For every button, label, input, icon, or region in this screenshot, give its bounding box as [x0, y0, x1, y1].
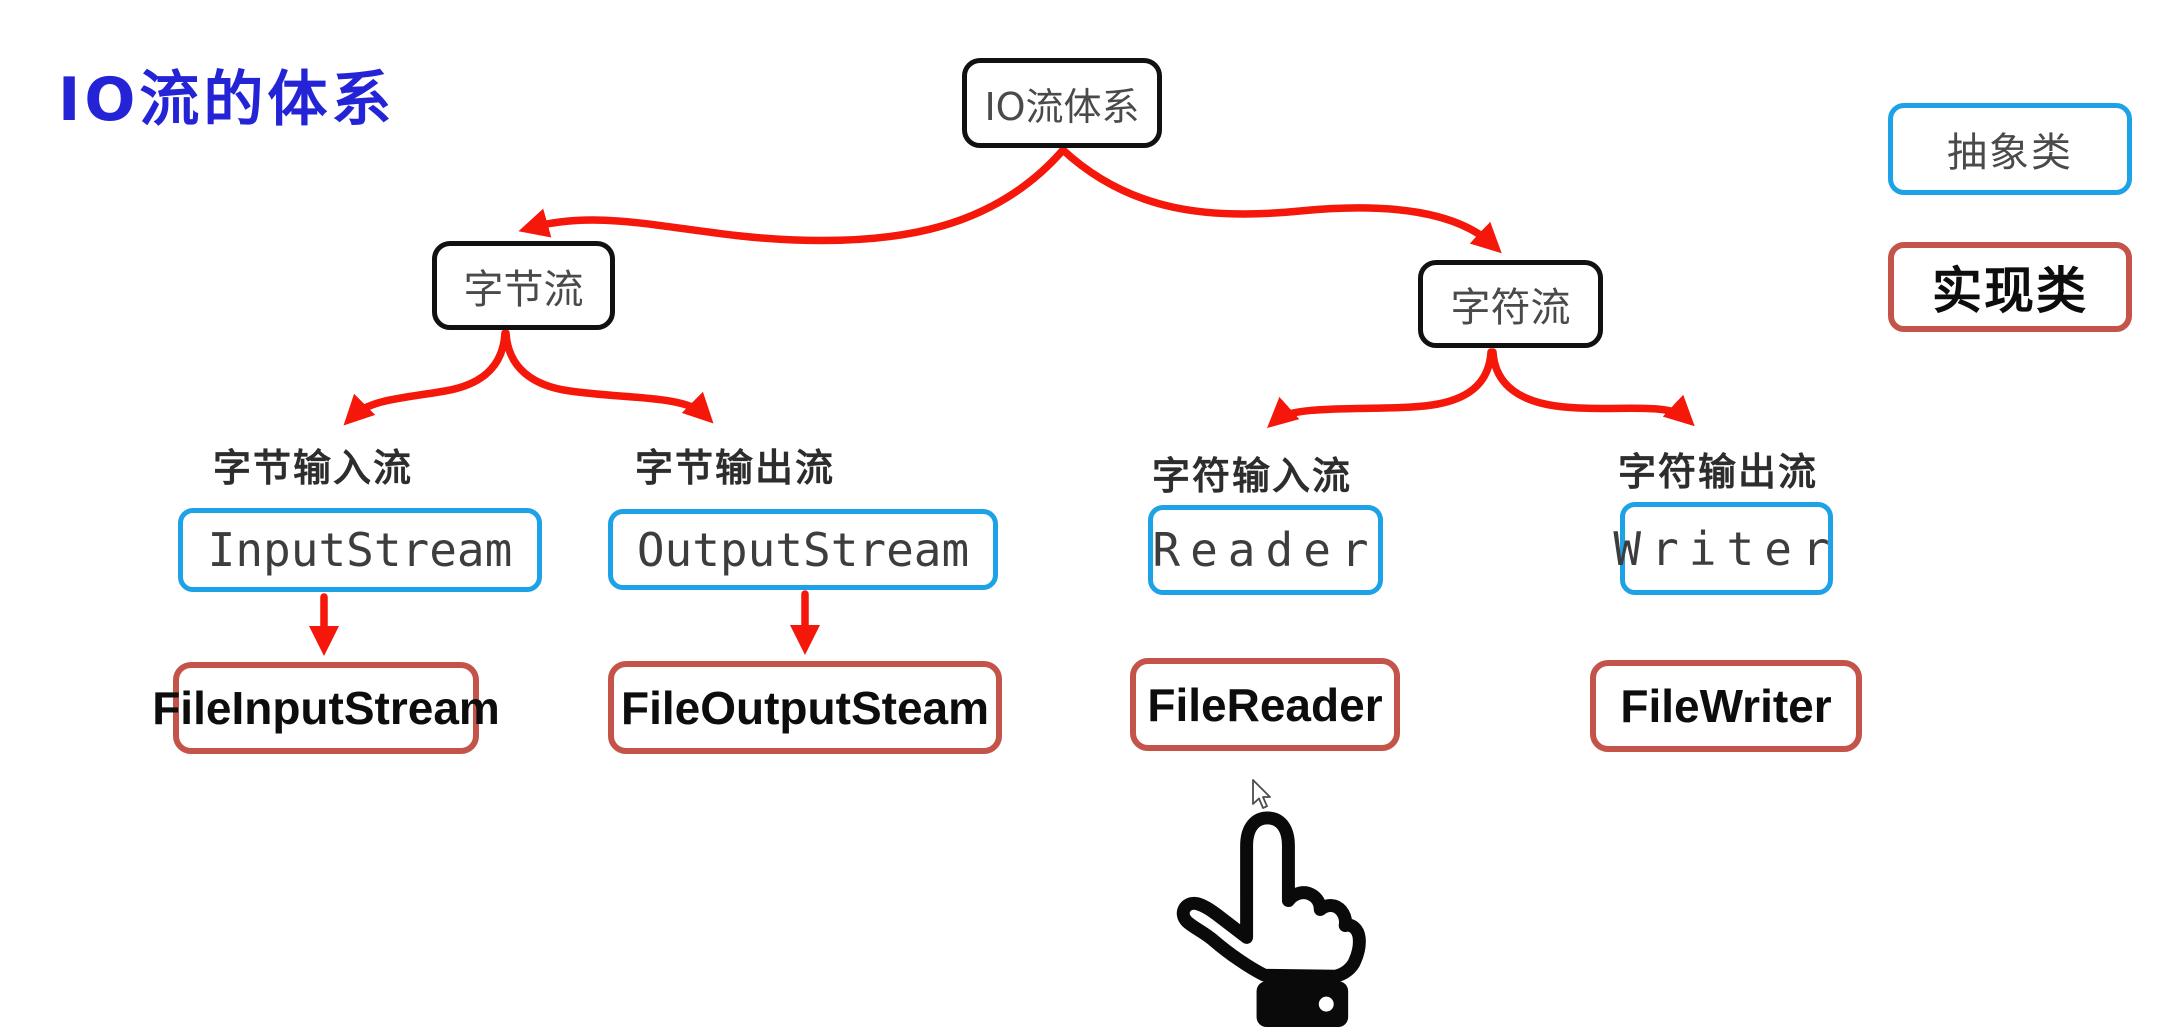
impl-class-filereader: FileReader [1130, 658, 1400, 751]
label-byte-output-stream: 字节输出流 [635, 445, 836, 490]
label-char-output-stream: 字符输出流 [1618, 449, 1819, 494]
arrow-char-to-output [1489, 348, 1695, 427]
arrow-root-to-byte-stream [518, 146, 1067, 245]
pointing-hand-icon [1176, 811, 1366, 1028]
label-byte-input-stream: 字节输入流 [213, 445, 414, 490]
abstract-class-inputstream: InputStream [178, 508, 542, 592]
page-title: IO流的体系 [58, 64, 396, 135]
abstract-class-outputstream: OutputStream [608, 509, 998, 590]
impl-class-fileoutputsteam: FileOutputSteam [608, 661, 1002, 754]
arrow-byte-to-input [343, 329, 509, 426]
legend-implementation-class: 实现类 [1888, 242, 2132, 332]
arrow-root-to-char-stream [1059, 146, 1502, 254]
node-io-stream-system: IO流体系 [962, 58, 1162, 148]
node-char-stream: 字符流 [1418, 260, 1603, 348]
mouse-cursor-icon [1252, 779, 1271, 809]
legend-abstract-class: 抽象类 [1888, 103, 2132, 195]
label-char-input-stream: 字符输入流 [1152, 453, 1353, 498]
arrow-char-to-input [1267, 348, 1495, 428]
abstract-class-reader: Reader [1148, 505, 1383, 595]
abstract-class-writer: Writer [1613, 502, 1833, 595]
arrow-byte-to-output [502, 329, 714, 424]
node-byte-stream: 字节流 [432, 241, 615, 330]
impl-class-fileinputstream: FileInputStream [152, 662, 500, 754]
impl-class-filewriter: FileWriter [1590, 660, 1862, 752]
